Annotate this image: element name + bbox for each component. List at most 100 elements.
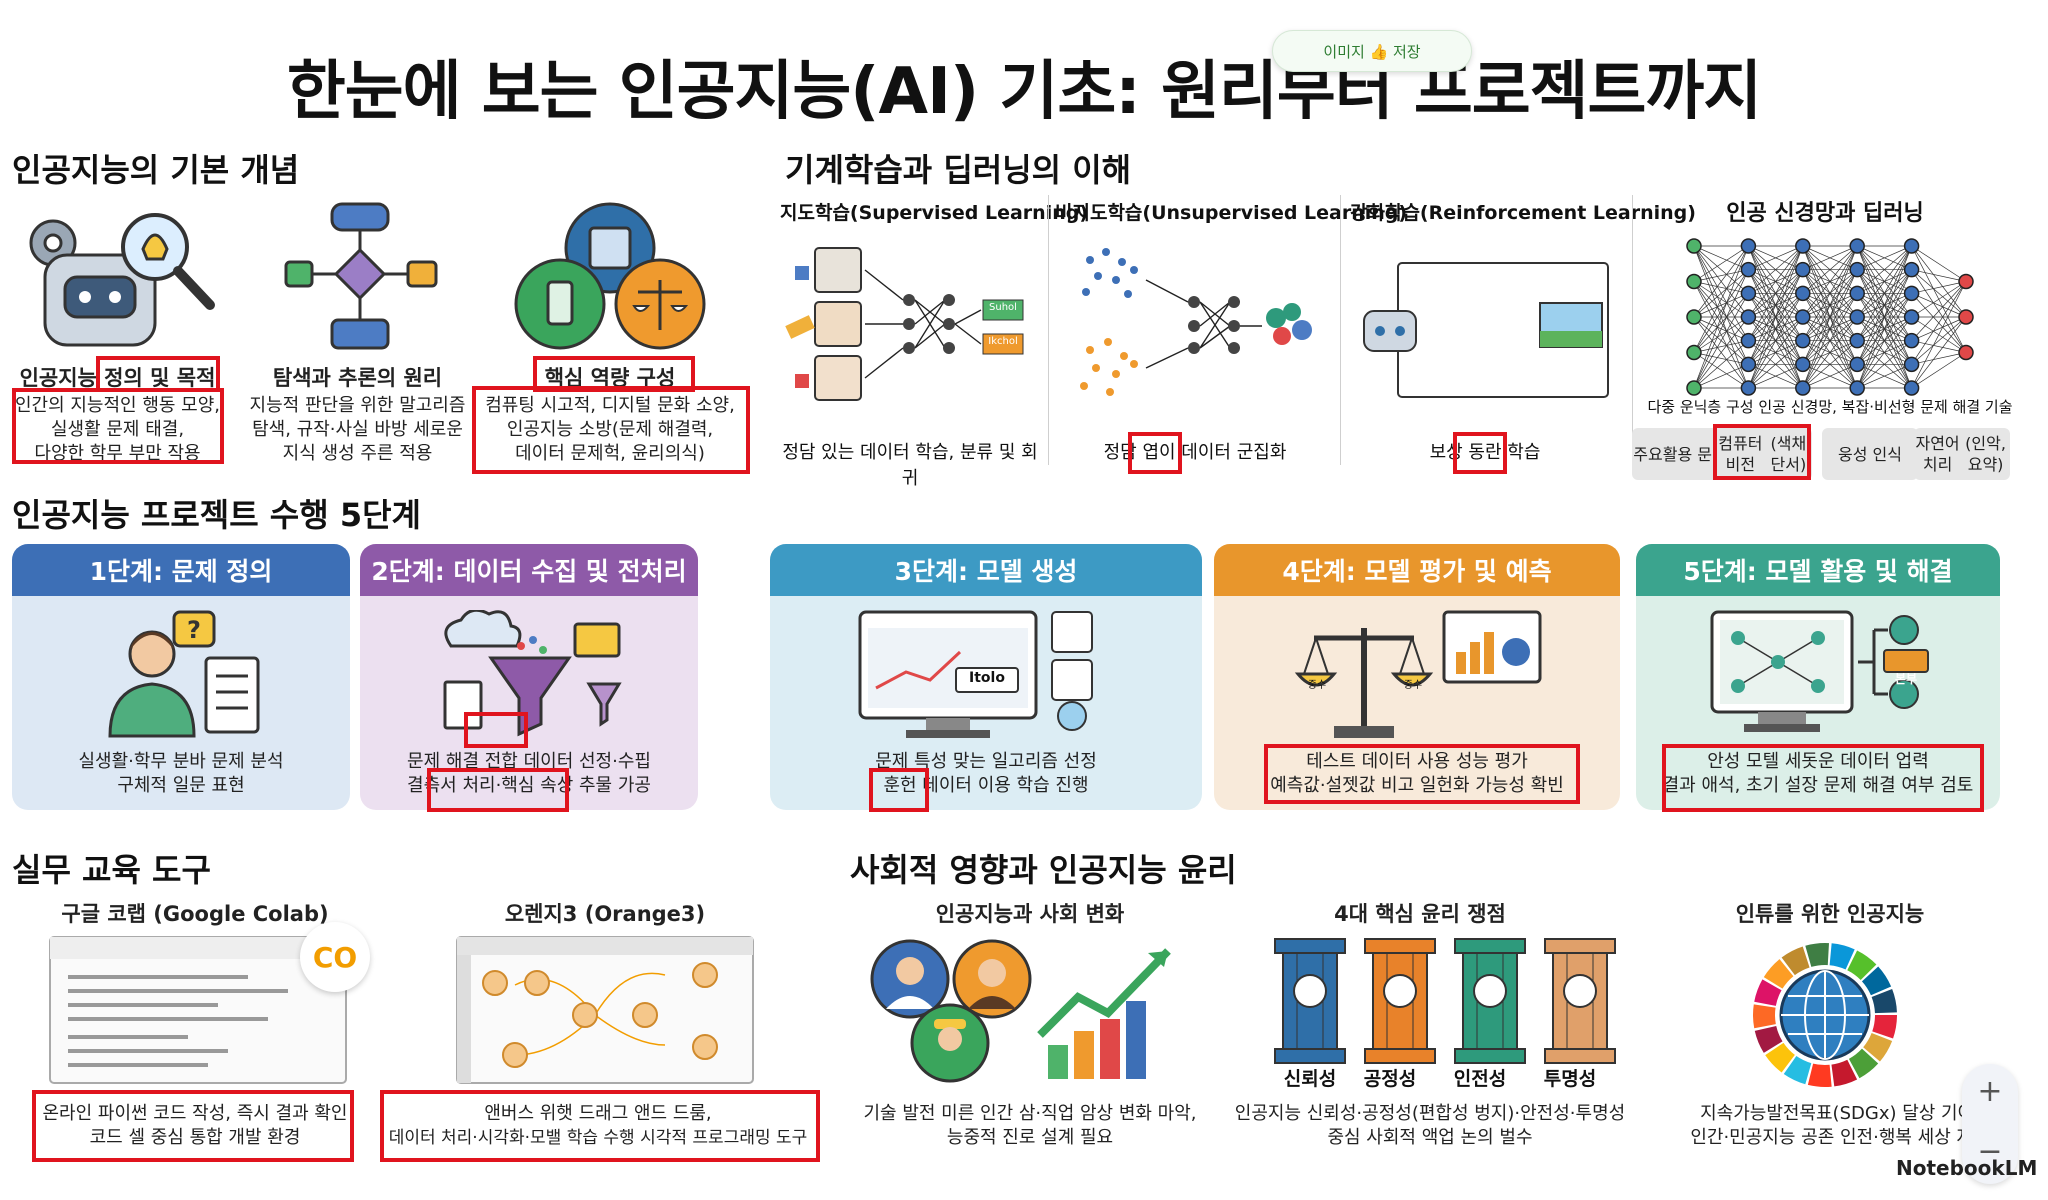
pillar-label-1: 신뢰성: [1283, 1068, 1337, 1090]
nn-connection: [1802, 245, 1858, 270]
divider: [1340, 195, 1341, 465]
nn-connection: [1693, 352, 1749, 365]
orange-line-2: 데이터 처리·시각화·모밸 학습 수행 시각적 프로그래밍 도구: [388, 1128, 808, 1148]
globe: [1779, 969, 1871, 1061]
colab-line-2: 코드 셀 중심 통합 개발 환경: [89, 1127, 301, 1148]
nn-node: [1849, 332, 1865, 349]
nn-node: [1849, 356, 1865, 373]
nn-connection: [1911, 352, 1967, 365]
basic-definition-title: 인공지능 정의 및 목적: [19, 366, 216, 390]
ethics-pillar: [1544, 938, 1616, 1064]
stage-4-line-2: 예측값·설젯값 비고 일헌화 가능성 확빈: [1270, 775, 1564, 796]
colab-title: 구글 코랩 (Google Colab): [61, 902, 329, 926]
nn-node: [1686, 380, 1702, 396]
society-title: 인공지능과 사회 변화: [935, 902, 1125, 926]
nn-node: [1849, 238, 1865, 254]
nn-node: [1740, 309, 1757, 325]
person-question-icon: ?: [98, 610, 268, 738]
annotation-box: [1128, 432, 1182, 474]
nn-node: [1958, 344, 1974, 361]
colab-logo: CO: [300, 922, 370, 992]
supervised-title: 지도학습(Supervised Learning): [780, 202, 1089, 224]
sdg-segment: [1754, 1025, 1783, 1053]
globe-sdg-icon: [1750, 940, 1900, 1090]
nn-node: [1903, 285, 1920, 302]
svg-text:?: ?: [187, 616, 201, 644]
nn-node: [1740, 332, 1757, 349]
nn-connection: [1911, 316, 1967, 341]
stage-5-line-1: 안성 모텔 세돗운 데이터 업력: [1707, 751, 1929, 772]
nn-connection: [1802, 245, 1858, 389]
ethics-core-line-1: 인공지능 신뢰성·공정성(편합성 벙지)·안전성·투명성: [1234, 1103, 1626, 1124]
sdg-segment: [1783, 1055, 1812, 1085]
nn-connection: [1911, 245, 1967, 282]
divider: [1048, 195, 1049, 465]
nn-node: [1686, 273, 1702, 290]
nn-connection: [1693, 269, 1749, 353]
nn-connection: [1856, 245, 1912, 341]
nn-node: [1795, 380, 1811, 396]
sdg-segment: [1754, 979, 1782, 1006]
stage-4-line-1: 테스트 데이터 사용 성능 평가: [1306, 751, 1528, 772]
annotation-box: [32, 1090, 354, 1162]
nn-connection: [1748, 364, 1803, 389]
pillar-label-3: 인전성: [1453, 1068, 1507, 1090]
nn-node: [1903, 238, 1920, 254]
supervised-diagram: [785, 240, 1045, 420]
application-tag-3: 웅성 인식: [1822, 428, 1918, 480]
scale-pan-label-right: 중수: [1403, 680, 1423, 691]
nn-connection: [1693, 316, 1749, 353]
neural-title: 인공 신경망과 딥러닝: [1726, 201, 1924, 226]
zoom-in-button[interactable]: +: [1977, 1074, 2003, 1109]
annotation-box: [96, 356, 220, 392]
nn-connection: [1911, 269, 1967, 318]
nn-connection: [1856, 316, 1912, 389]
unsupervised-title: 비지도학습(Unsupervised Learning): [1055, 202, 1408, 224]
sdg-segment: [1763, 959, 1794, 989]
save-image-button[interactable]: 이미지 👍 저장: [1272, 30, 1472, 72]
nn-connection: [1748, 245, 1803, 270]
nn-connection: [1748, 245, 1804, 294]
flowchart-icon: [280, 200, 440, 355]
sdg-segment: [1872, 1015, 1897, 1039]
nn-connection: [1856, 340, 1912, 389]
stage-3-screen-label: Itolo: [969, 670, 1005, 686]
unsupervised-diagram: [1070, 240, 1330, 420]
nn-connection: [1693, 269, 1749, 389]
deployment-icon: [1708, 608, 1934, 742]
ethics-core-line-2: 중심 사회적 액업 논의 벌수: [1327, 1127, 1533, 1148]
stage-3-line-2: 훈헌 데이터 이용 학습 진행: [883, 775, 1089, 796]
nn-connection: [1748, 269, 1804, 389]
nn-node: [1795, 356, 1811, 373]
basic-definition-text-3: 다양한 학무 부만 작용: [34, 443, 201, 464]
nn-node: [1686, 344, 1702, 361]
nn-node: [1740, 285, 1757, 302]
sdg-segment: [1861, 966, 1892, 996]
nn-connection: [1748, 245, 1804, 365]
zoom-out-button[interactable]: −: [1977, 1134, 2003, 1169]
nn-connection: [1748, 245, 1804, 318]
supervised-output-1: Suhol: [989, 302, 1017, 313]
nn-connection: [1911, 316, 1967, 365]
model-monitor-icon: [856, 608, 1116, 742]
sdg-segment: [1863, 1033, 1893, 1062]
sdg-segment: [1765, 1042, 1795, 1073]
scale-pan-label-left: 중수: [1307, 680, 1327, 691]
nn-node: [1740, 380, 1757, 396]
zoom-controls: + −: [1962, 1064, 2018, 1184]
application-tag-2: 컴퓨터 비전(색채 단서): [1716, 428, 1812, 480]
stage-1-line-2: 구체적 일문 표현: [117, 775, 245, 796]
ethics-core-title: 4대 핵심 윤리 쟁점: [1334, 902, 1506, 926]
nn-connection: [1748, 293, 1804, 389]
basic-definition-text-2: 실생활 문제 태결,: [50, 419, 185, 440]
nn-connection: [1693, 245, 1749, 270]
stage-2-line-2: 결측서 처리·핵심 속상 추물 가공: [407, 775, 651, 796]
sdg-segment: [1753, 1004, 1776, 1029]
orange-screenshot: [455, 935, 755, 1085]
nn-connection: [1856, 293, 1912, 389]
nn-connection: [1693, 269, 1749, 282]
nn-connection: [1802, 245, 1858, 365]
sdg-segment: [1871, 988, 1897, 1014]
nn-node: [1795, 285, 1811, 302]
stage-1-line-1: 실생활·학무 분바 문제 분석: [78, 751, 284, 772]
